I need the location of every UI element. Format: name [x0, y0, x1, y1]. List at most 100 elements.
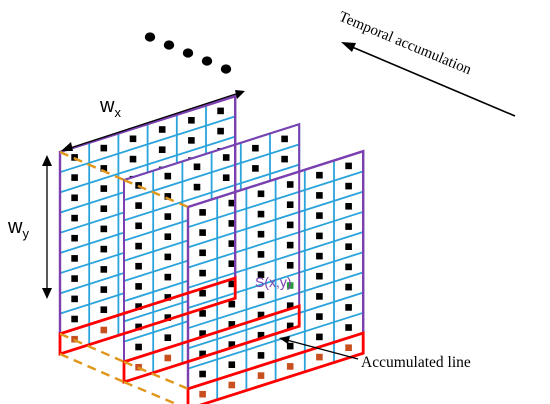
- pixel-square: [316, 313, 323, 320]
- frame-connector-line: [59, 332, 125, 363]
- pixel-square: [199, 209, 206, 216]
- grid-row-line: [187, 170, 364, 229]
- pixel-square: [71, 275, 78, 282]
- pixel-square: [164, 273, 172, 281]
- pixel-square: [188, 137, 195, 144]
- pixel-square: [100, 185, 108, 192]
- wy-arrowhead-bottom-icon: [42, 288, 52, 299]
- pixel-square: [158, 146, 166, 153]
- pixel-square: [100, 165, 108, 172]
- grid-row-line: [187, 291, 364, 350]
- pixel-square: [228, 280, 236, 288]
- pixel-square: [345, 324, 352, 331]
- pixel-square: [199, 330, 206, 337]
- target-pixel-square: [286, 282, 294, 289]
- pixel-square: [257, 230, 265, 238]
- pixel-square: [164, 334, 172, 341]
- frame-3: [187, 149, 365, 404]
- pixel-square: [316, 333, 323, 341]
- accumulated-pointer-line: [282, 338, 359, 360]
- pixel-square: [217, 107, 224, 115]
- pixel-square: [135, 262, 142, 270]
- pixel-square: [345, 304, 352, 311]
- pixel-square: [164, 314, 172, 321]
- pixel-square: [345, 263, 352, 271]
- pixel-square: [129, 135, 137, 143]
- ellipsis-dot: [144, 32, 156, 42]
- pixel-square: [193, 163, 201, 171]
- pixel-square: [257, 271, 265, 278]
- accumulated-pixel-square: [164, 354, 172, 362]
- accumulated-pixel-square: [345, 344, 352, 351]
- frame-connector-line: [123, 178, 189, 209]
- frame-connector-line: [59, 352, 125, 384]
- pixel-square: [257, 311, 265, 319]
- pixel-square: [228, 199, 236, 207]
- pixel-square: [129, 155, 137, 163]
- grid-row-line: [123, 143, 300, 202]
- pixel-square: [164, 253, 172, 261]
- pixel-square: [199, 269, 206, 277]
- pixel-square: [286, 241, 294, 249]
- pixel-square: [257, 210, 265, 218]
- accumulated-line-outline-frame-2: [122, 304, 301, 384]
- grid-row-line: [187, 251, 364, 309]
- temporal-accumulation-label: Temporal accumulation: [336, 9, 474, 78]
- frame-stack: [59, 94, 365, 404]
- pixel-square: [199, 350, 206, 358]
- pixel-square: [316, 293, 323, 300]
- pixel-square: [164, 172, 172, 180]
- pixel-square: [252, 165, 259, 172]
- grid-row-line: [59, 135, 236, 194]
- pixel-square: [135, 202, 142, 209]
- pixel-square: [257, 352, 265, 359]
- pixel-square: [199, 310, 206, 317]
- accumulated-pixel-square: [100, 326, 108, 334]
- pixel-square: [228, 341, 236, 348]
- pixel-square: [164, 213, 172, 220]
- pixel-square: [164, 193, 172, 200]
- pixel-square: [199, 249, 206, 257]
- pixel-square: [135, 343, 142, 351]
- grid-row-line: [187, 210, 364, 269]
- pixel-square: [135, 242, 142, 250]
- ellipsis-dot: [182, 48, 194, 58]
- pixel-square: [345, 203, 352, 210]
- pixel-square: [316, 232, 323, 240]
- accumulated-pixel-square: [257, 372, 265, 379]
- accumulated-pixel-square: [228, 381, 236, 389]
- pixel-square: [135, 222, 142, 230]
- pixel-square: [100, 245, 108, 253]
- pixel-square: [316, 192, 323, 199]
- pixel-square: [71, 214, 78, 222]
- wy-label: wy: [7, 216, 29, 241]
- pixel-square: [257, 291, 265, 299]
- pixel-square: [316, 252, 323, 260]
- pixel-square: [281, 155, 288, 163]
- temporal-arrowhead-icon: [341, 42, 356, 52]
- pixel-square: [71, 255, 78, 262]
- pixel-square: [100, 286, 108, 293]
- pixel-square: [188, 117, 195, 124]
- pixel-square: [71, 315, 78, 323]
- pixel-square: [164, 294, 172, 301]
- grid-row-line: [187, 231, 364, 289]
- pixel-square: [286, 342, 294, 350]
- pixel-square: [228, 220, 236, 227]
- pixel-square: [345, 243, 352, 250]
- pixel-square: [316, 171, 323, 179]
- wy-arrowhead-top-icon: [42, 155, 52, 166]
- pixel-square: [164, 233, 172, 240]
- ellipsis-dot: [163, 40, 175, 50]
- pixel-square: [100, 205, 108, 212]
- pixel-square: [257, 331, 265, 339]
- pixel-square: [100, 306, 108, 313]
- pixel-square: [316, 212, 323, 219]
- grid-row-line: [187, 311, 364, 370]
- pixel-square: [199, 229, 206, 236]
- pixel-square: [71, 234, 78, 242]
- accumulated-line-outline-frame-1: [58, 276, 237, 356]
- pixel-square: [71, 194, 78, 202]
- pixel-square: [345, 162, 352, 170]
- grid-row-line: [59, 115, 236, 174]
